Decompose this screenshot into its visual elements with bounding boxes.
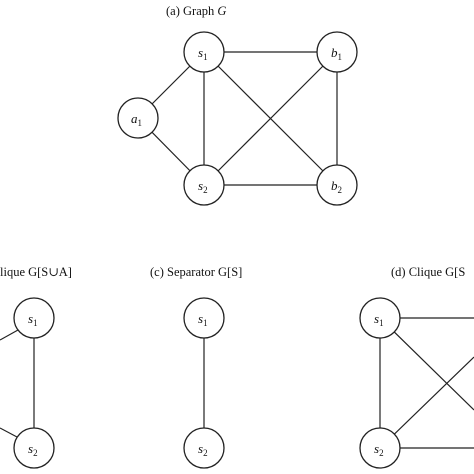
node-a1: a1 xyxy=(117,97,159,139)
caption-a: (a) Graph G xyxy=(166,4,226,18)
node-d-s1: s1 xyxy=(359,297,401,339)
edge-d-s1-diag xyxy=(379,317,474,411)
edge-s2-b1 xyxy=(203,51,338,186)
node-b2: b2 xyxy=(316,164,358,206)
node-a1-label: a1 xyxy=(131,111,142,128)
graph-d-edges xyxy=(379,317,474,449)
node-c-s1: s1 xyxy=(183,297,225,339)
caption-a-prefix: (a) Graph xyxy=(166,4,217,18)
node-c-s2-label: s2 xyxy=(198,441,208,458)
node-c-s1-label: s1 xyxy=(198,311,208,328)
node-s2: s2 xyxy=(183,164,225,206)
caption-a-var: G xyxy=(217,4,226,18)
node-d-s1-label: s1 xyxy=(374,311,384,328)
node-c-s2: s2 xyxy=(183,427,225,469)
edge-d-s2-diag xyxy=(379,356,474,449)
node-b-s1: s1 xyxy=(13,297,55,339)
node-b2-label: b2 xyxy=(331,178,342,195)
graph-a-edges xyxy=(137,51,338,186)
graph-b-edges xyxy=(0,318,35,448)
node-b-s2-label: s2 xyxy=(28,441,38,458)
node-b1: b1 xyxy=(316,31,358,73)
node-s1-label: s1 xyxy=(198,45,208,62)
caption-b: lique G[S∪A] xyxy=(0,265,72,279)
node-b-s1-label: s1 xyxy=(28,311,38,328)
caption-c: (c) Separator G[S] xyxy=(150,265,242,279)
node-b1-label: b1 xyxy=(331,45,342,62)
node-s2-label: s2 xyxy=(198,178,208,195)
node-d-s2-label: s2 xyxy=(374,441,384,458)
edge-b-s1-offscreen xyxy=(0,329,19,341)
node-d-s2: s2 xyxy=(359,427,401,469)
caption-d: (d) Clique G[S xyxy=(391,265,465,279)
node-s1: s1 xyxy=(183,31,225,73)
node-b-s2: s2 xyxy=(13,427,55,469)
edge-b-s2-offscreen xyxy=(0,427,18,438)
